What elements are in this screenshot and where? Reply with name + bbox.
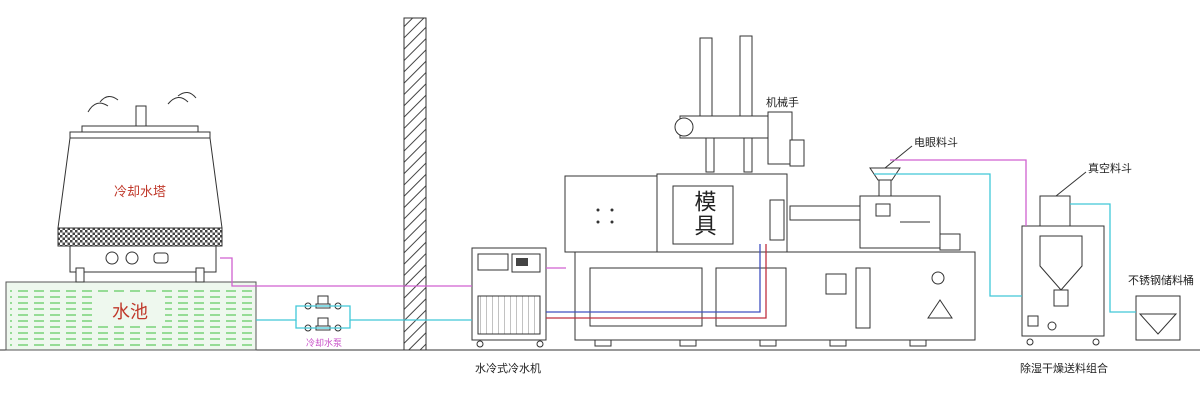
mould-label: 模具 [691, 190, 717, 238]
dehumidifying-dryer-loader: 真空料斗 除湿干燥送料组合 [1020, 161, 1132, 375]
cooling-tower-label: 冷却水塔 [114, 185, 166, 200]
water-cooled-chiller: 水冷式冷水机 [471, 247, 547, 375]
electric-eye-hopper: 电眼料斗 [869, 135, 958, 197]
cooling-water-pump: 冷却水泵 [304, 295, 342, 349]
dryer-combo-label: 除湿干燥送料组合 [1020, 361, 1108, 375]
vacuum-hopper-label: 真空料斗 [1088, 161, 1132, 175]
cooling-pump-label: 冷却水泵 [306, 337, 342, 349]
robot-arm: 机械手 [674, 35, 805, 173]
wall [403, 17, 427, 351]
stainless-storage-bin: 不锈钢储料桶 [1128, 273, 1194, 341]
water-pool-label: 水池 [112, 302, 148, 323]
cooling-tower: 冷却水塔 [57, 92, 223, 283]
robot-arm-label: 机械手 [766, 95, 799, 109]
injection-molding-machine: 模具 [564, 173, 976, 347]
piping [220, 159, 1136, 329]
water-pool: 水池 [5, 281, 257, 351]
electric-eye-hopper-label: 电眼料斗 [914, 135, 958, 149]
storage-bin-label: 不锈钢储料桶 [1128, 273, 1194, 287]
chiller-label: 水冷式冷水机 [475, 361, 541, 375]
